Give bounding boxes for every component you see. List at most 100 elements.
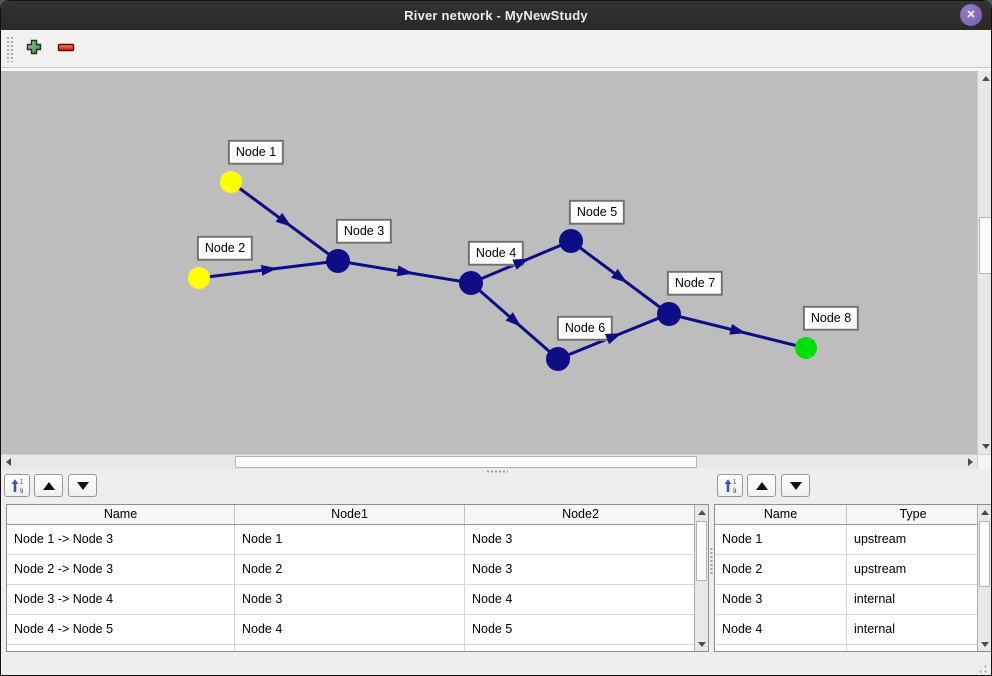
cell: internal (854, 592, 895, 606)
title-bar[interactable]: River network - MyNewStudy ✕ (1, 1, 991, 30)
cell (847, 645, 979, 651)
up-arrow-icon (981, 76, 990, 81)
cell (465, 645, 696, 651)
cell: Node 1 (235, 525, 465, 554)
svg-text:9: 9 (733, 489, 737, 494)
cell (715, 645, 847, 651)
column-header-type[interactable]: Type (899, 507, 927, 521)
column-header-name[interactable]: Name (715, 505, 847, 524)
node-circle-node-5[interactable] (559, 229, 583, 253)
node-label-node-3: Node 3 (335, 218, 393, 244)
node-circle-node-3[interactable] (326, 249, 350, 273)
scroll-down-button[interactable] (978, 637, 991, 651)
node-label-node-2: Node 2 (196, 235, 254, 261)
red-minus-icon (57, 38, 75, 59)
svg-text::: : (21, 483, 22, 489)
up-arrow-icon (980, 509, 989, 515)
node-circle-node-6[interactable] (546, 347, 570, 371)
scroll-thumb[interactable] (979, 521, 990, 587)
node-label-node-4: Node 4 (467, 240, 525, 266)
nodes-table-vscrollbar[interactable] (977, 505, 991, 651)
tables-splitter[interactable] (709, 547, 714, 577)
close-icon: ✕ (966, 8, 976, 21)
node-label-node-7: Node 7 (666, 270, 724, 296)
scroll-up-button[interactable] (978, 505, 991, 519)
svg-text:1: 1 (20, 479, 24, 485)
table-row-partial[interactable] (715, 645, 991, 651)
cell: Node 2 (715, 555, 847, 584)
main-toolbar (1, 30, 991, 67)
node-circle-node-4[interactable] (459, 271, 483, 295)
scroll-up-button[interactable] (695, 505, 708, 519)
scroll-down-button[interactable] (978, 439, 991, 454)
up-triangle-icon (755, 481, 768, 490)
cell: Node 2 (235, 555, 465, 584)
right-arrow-icon (967, 458, 973, 466)
table-row[interactable]: Node 1 upstream (715, 525, 991, 555)
canvas-vscroll-thumb[interactable] (979, 217, 991, 274)
down-arrow-icon (980, 641, 989, 647)
node-circle-node-1[interactable] (220, 171, 242, 193)
scroll-left-button[interactable] (1, 455, 15, 469)
nodes-move-down-button[interactable] (781, 474, 810, 497)
add-branch-button[interactable] (22, 37, 46, 61)
cell: upstream (854, 532, 907, 546)
down-arrow-icon (697, 641, 706, 647)
pane-splitter[interactable] (1, 469, 991, 474)
cell: Node 1 (715, 525, 847, 554)
column-header-node1[interactable]: Node1 (235, 505, 465, 524)
down-triangle-icon (789, 481, 802, 490)
branches-move-up-button[interactable] (34, 474, 63, 497)
cell: Node 4 (715, 615, 847, 644)
sort-ascending-icon: 1 : 9 (9, 478, 25, 494)
branches-table-vscrollbar[interactable] (694, 505, 708, 651)
scroll-right-button[interactable] (963, 455, 977, 469)
close-button[interactable]: ✕ (960, 4, 982, 26)
column-header-name[interactable]: Name (7, 505, 235, 524)
table-row[interactable]: Node 3 internal (715, 585, 991, 615)
toolbar-drag-handle[interactable] (6, 35, 14, 62)
remove-branch-button[interactable] (54, 37, 78, 61)
up-triangle-icon (42, 481, 55, 490)
table-row-partial[interactable] (7, 645, 708, 651)
cell: Node 4 (235, 615, 465, 644)
cell: Node 5 (472, 622, 513, 636)
scroll-thumb[interactable] (696, 521, 707, 581)
svg-text:9: 9 (20, 489, 24, 494)
resize-grip[interactable] (975, 661, 988, 674)
scroll-down-button[interactable] (695, 637, 708, 651)
node-circle-node-7[interactable] (657, 302, 681, 326)
node-circle-node-8[interactable] (795, 337, 817, 359)
branches-move-down-button[interactable] (68, 474, 97, 497)
node-label-node-8: Node 8 (802, 305, 860, 331)
table-row[interactable]: Node 2 upstream (715, 555, 991, 585)
nodes-sort-button[interactable]: 1 : 9 (717, 474, 743, 497)
column-header-node2[interactable]: Node2 (562, 507, 599, 521)
node-circle-node-2[interactable] (188, 267, 210, 289)
canvas-horizontal-scrollbar[interactable] (1, 454, 977, 469)
svg-text::: : (734, 483, 735, 489)
cell: Node 3 (472, 562, 513, 576)
nodes-move-up-button[interactable] (747, 474, 776, 497)
branches-sort-button[interactable]: 1 : 9 (4, 474, 30, 497)
svg-text:1: 1 (733, 479, 737, 485)
cell: Node 3 (715, 585, 847, 614)
splitter-handle-icon (710, 547, 713, 575)
node-label-node-1: Node 1 (227, 139, 285, 165)
canvas-hscroll-thumb[interactable] (235, 456, 697, 468)
scroll-up-button[interactable] (978, 71, 991, 86)
canvas-vertical-scrollbar[interactable] (977, 71, 991, 454)
down-arrow-icon (981, 444, 990, 449)
cell: upstream (854, 562, 907, 576)
